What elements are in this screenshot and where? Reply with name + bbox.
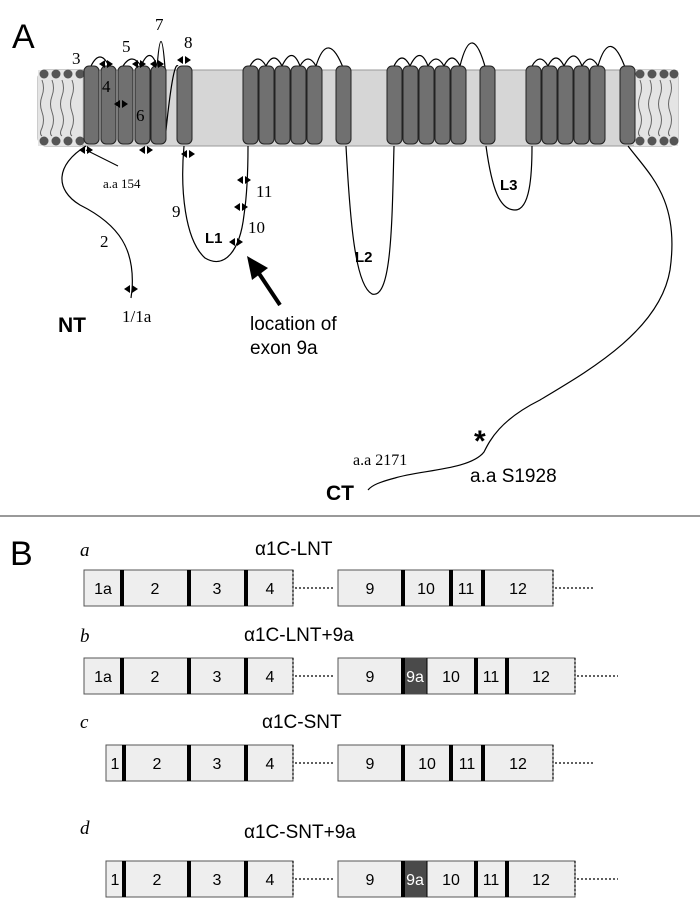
s1928-asterisk-icon: *: [474, 425, 486, 458]
construct-a-exon-1a: 1a: [94, 581, 112, 598]
domain-i-helices: [83, 65, 193, 145]
domain-ii-helices: [242, 65, 352, 145]
construct-d-exon-2: 2: [153, 872, 162, 889]
construct-a-title: α1C-LNT: [255, 539, 333, 560]
loop-l1-label: L1: [205, 230, 223, 247]
n-terminus-chain: [61, 145, 133, 299]
construct-b-title: α1C-LNT+9a: [244, 625, 354, 646]
exon-5-label: 5: [122, 37, 131, 56]
construct-a-exon-4: 4: [266, 581, 275, 598]
construct-a-exon-9: 9: [366, 581, 375, 598]
nt-label: NT: [58, 314, 86, 337]
construct-c-letter: c: [80, 712, 89, 733]
construct-b-exon-2: 2: [151, 669, 160, 686]
domain-iv-helices: [525, 65, 636, 145]
l3-loop: [485, 145, 533, 211]
exon9a-arrow: [247, 256, 282, 307]
construct-d-exon-9: 9: [366, 872, 375, 889]
exon-6-label: 6: [136, 106, 145, 125]
intracellular-chains: [61, 145, 673, 491]
aa154-label: a.a 154: [103, 176, 141, 191]
construct-b-exon-9a: 9a: [406, 669, 424, 686]
panel-b-label: B: [10, 535, 33, 573]
exon-1-1a-label: 1/1a: [122, 307, 152, 326]
construct-c-exon-10: 10: [418, 756, 436, 773]
panel-a-label: A: [12, 18, 35, 56]
construct-d-exon-10: 10: [442, 872, 460, 889]
exon-7-label: 7: [155, 15, 164, 34]
construct-c-exon-4: 4: [266, 756, 275, 773]
construct-b-exon-11: 11: [483, 669, 500, 686]
construct-a-exon-2: 2: [151, 581, 160, 598]
construct-d-exon-9a: 9a: [406, 872, 424, 889]
construct-b-exon-12: 12: [532, 669, 550, 686]
construct-b: b α1C-LNT+9a 1a 2 3 4 9 9a 10 11 12: [80, 625, 618, 695]
exon-4-label: 4: [102, 77, 111, 96]
domain-iii-helices: [386, 65, 496, 145]
construct-b-exon-9: 9: [366, 669, 375, 686]
exon-9-label: 9: [172, 202, 181, 221]
construct-c-title: α1C-SNT: [262, 712, 342, 733]
construct-c: c α1C-SNT 1 2 3 4 9 10 11 12: [80, 712, 594, 782]
construct-d-exon-3: 3: [213, 872, 222, 889]
exon-boundary-markers: [79, 56, 251, 293]
construct-d-title: α1C-SNT+9a: [244, 822, 356, 843]
l2-loop: [345, 145, 395, 295]
construct-c-exon-12: 12: [509, 756, 527, 773]
construct-d-letter: d: [80, 818, 90, 839]
construct-c-exon-1: 1: [111, 756, 120, 773]
aa-s1928-label: a.a S1928: [470, 466, 557, 487]
exon-11-label: 11: [256, 182, 272, 201]
exon9a-caption-line1: location of: [250, 314, 337, 335]
construct-a-exon-11: 11: [458, 581, 475, 598]
lipid-bilayer-left: [38, 69, 85, 146]
construct-c-exon-3: 3: [213, 756, 222, 773]
construct-d: d α1C-SNT+9a 1 2 3 4 9 9a 10 11 12: [80, 818, 618, 898]
construct-b-exon-4: 4: [266, 669, 275, 686]
construct-a: a α1C-LNT 1a 2 3 4 9 10 11 12: [80, 539, 594, 607]
construct-d-exon-12: 12: [532, 872, 550, 889]
exon9a-caption-line2: exon 9a: [250, 338, 318, 359]
construct-c-exon-11: 11: [459, 756, 476, 773]
aa154-pointer: [85, 149, 119, 167]
construct-a-exon-12: 12: [509, 581, 527, 598]
construct-c-exon-2: 2: [153, 756, 162, 773]
aa2171-label: a.a 2171: [353, 452, 407, 469]
construct-a-exon-3: 3: [213, 581, 222, 598]
construct-b-exon-1a: 1a: [94, 669, 112, 686]
construct-c-exon-9: 9: [366, 756, 375, 773]
exon-8-label: 8: [184, 33, 193, 52]
l1-loop: [182, 145, 249, 263]
c-terminus-chain: [367, 145, 673, 491]
ct-label: CT: [326, 482, 354, 505]
construct-d-exon-11: 11: [483, 872, 500, 889]
exon-2-label: 2: [100, 232, 109, 251]
extracellular-loops: [90, 41, 627, 141]
construct-a-letter: a: [80, 540, 90, 561]
construct-b-exon-3: 3: [213, 669, 222, 686]
lipid-bilayer-right: [634, 69, 679, 146]
construct-b-exon-10: 10: [442, 669, 460, 686]
loop-l3-label: L3: [500, 177, 518, 194]
loop-l2-label: L2: [355, 249, 373, 266]
construct-b-letter: b: [80, 626, 90, 647]
exon-3-label: 3: [72, 49, 81, 68]
construct-a-exon-10: 10: [417, 581, 435, 598]
construct-d-exon-1: 1: [111, 872, 120, 889]
construct-d-exon-4: 4: [266, 872, 275, 889]
exon-10-label: 10: [248, 218, 265, 237]
